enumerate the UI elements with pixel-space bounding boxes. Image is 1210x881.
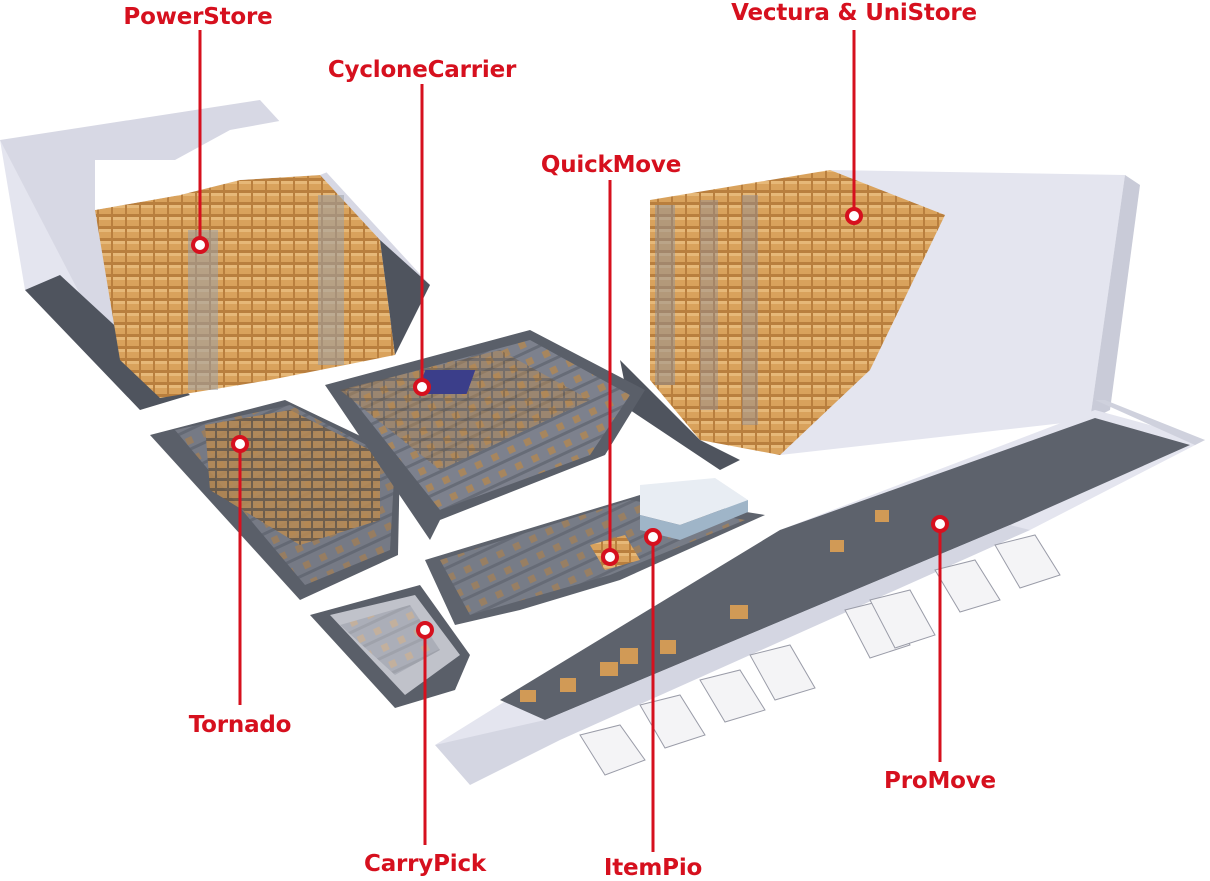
label-promove: ProMove xyxy=(884,768,996,794)
tornado-area xyxy=(150,400,400,600)
label-itempio: ItemPio xyxy=(603,855,703,881)
vectura-building xyxy=(620,170,1140,470)
marker-cyclonecarrier xyxy=(413,378,431,396)
label-cyclonecarrier: CycloneCarrier xyxy=(327,57,517,83)
marker-vectura xyxy=(845,207,863,225)
leader-lines xyxy=(198,30,942,852)
marker-itempio xyxy=(644,528,662,546)
powerstore-building xyxy=(0,100,430,410)
trucks xyxy=(579,534,1061,776)
callout-markers xyxy=(191,207,949,639)
marker-promove xyxy=(931,515,949,533)
quickmove-area xyxy=(425,478,765,625)
marker-powerstore xyxy=(191,236,209,254)
marker-quickmove xyxy=(601,548,619,566)
label-carrypick: CarryPick xyxy=(364,851,486,877)
marker-tornado xyxy=(231,435,249,453)
promove-area xyxy=(435,400,1205,785)
dock-boxes xyxy=(520,510,889,702)
label-quickmove: QuickMove xyxy=(540,152,682,178)
label-vectura: Vectura & UniStore xyxy=(731,0,977,26)
label-powerstore: PowerStore xyxy=(123,4,273,30)
label-tornado: Tornado xyxy=(188,712,292,738)
carrypick-area xyxy=(310,585,470,708)
marker-carrypick xyxy=(416,621,434,639)
